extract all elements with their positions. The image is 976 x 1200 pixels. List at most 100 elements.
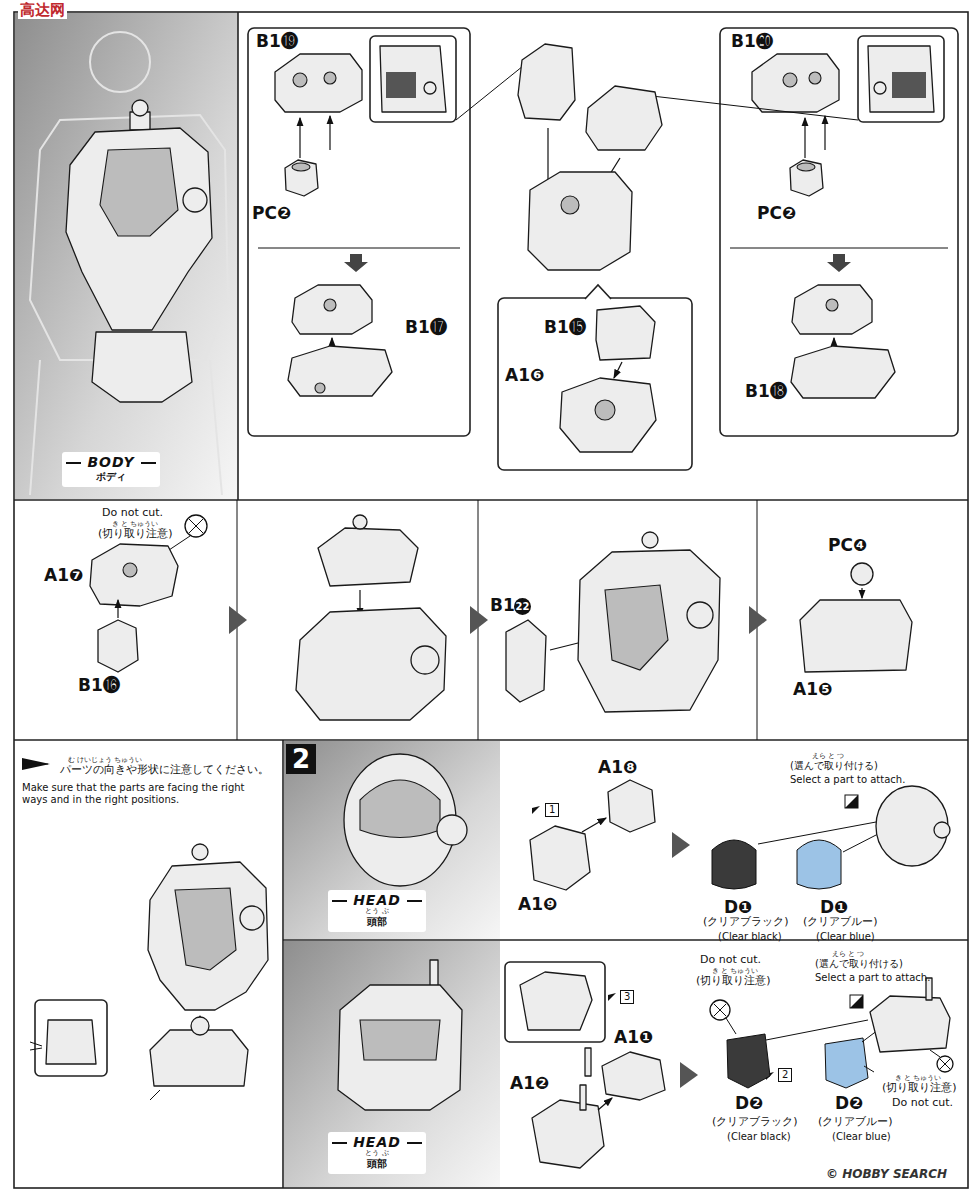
part-drawing: [175, 888, 236, 970]
section-banner: BODYボディ: [62, 452, 160, 487]
furigana: えら と つ: [812, 752, 844, 760]
part-number: B1⓳: [256, 32, 298, 52]
part-drawing: [940, 1059, 950, 1069]
part-drawing: [868, 46, 934, 112]
part-drawing: [585, 285, 611, 299]
part-drawing: [183, 188, 207, 212]
part-drawing: [411, 646, 439, 674]
part-number: B1⓲: [745, 382, 787, 402]
leader-line: [824, 116, 825, 150]
part-drawing: [14, 12, 968, 1188]
note-text: (切り取り注意): [696, 975, 771, 988]
part-drawing: [752, 54, 839, 112]
part-drawing: [292, 285, 372, 334]
leader-line: [117, 600, 118, 618]
furigana: き と ちゅうい: [712, 967, 758, 975]
leader-line: [930, 1050, 940, 1057]
leader-line: [237, 12, 239, 500]
part-drawing: [424, 82, 436, 94]
node-subtext: 頭部: [352, 915, 402, 929]
section-banner: HEADとう ぶ頭部: [328, 1132, 426, 1174]
part-drawing: [148, 862, 268, 1010]
note-text: (クリアブラック): [703, 916, 789, 929]
part-drawing: [790, 160, 823, 196]
part-drawing: [530, 826, 590, 890]
node-heading: HEAD: [352, 892, 402, 908]
part-drawing: [561, 196, 579, 214]
leader-line: [766, 1020, 868, 1040]
part-drawing: [845, 795, 858, 808]
part-drawing: [360, 780, 440, 838]
part-drawing: [825, 1038, 868, 1088]
part-drawing: [505, 962, 605, 1042]
leader-line: [652, 96, 858, 120]
part-drawing: [324, 72, 336, 84]
part-number: B1⓴: [731, 32, 773, 52]
leader-line: [730, 248, 948, 249]
part-drawing: [191, 1017, 209, 1035]
callout-number: 3: [620, 990, 634, 1004]
leader-line: [833, 338, 834, 345]
watermark: 高达网: [18, 2, 67, 19]
note-text: (Clear blue): [832, 1131, 891, 1143]
leader-line: [299, 118, 300, 158]
note-text: (切り取り注意): [882, 1082, 957, 1095]
part-drawing: [809, 72, 821, 84]
part-number: A1❷: [510, 1074, 549, 1094]
part-drawing: [596, 306, 655, 360]
part-drawing: [586, 86, 662, 150]
leader-line: [804, 118, 805, 158]
part-number: B1: [490, 596, 515, 616]
part-drawing: [585, 1048, 591, 1076]
note-text: Select a part to attach.: [790, 774, 905, 786]
part-drawing: [90, 32, 150, 92]
part-drawing: [845, 795, 858, 808]
part-drawing: [672, 832, 690, 858]
furigana: き と ちゅうい: [895, 1074, 941, 1082]
part-drawing: [284, 741, 500, 939]
leader-line: [329, 116, 330, 150]
part-drawing: [360, 1020, 440, 1060]
part-number: A1❺: [793, 680, 832, 700]
part-drawing: [874, 82, 886, 94]
callout-number: 1: [545, 803, 559, 817]
part-drawing: [797, 840, 841, 889]
furigana: えら と つ: [832, 950, 864, 958]
note-text: (選んで取り付ける): [790, 760, 878, 772]
leader-line: [614, 362, 622, 378]
node-subtext: ボディ: [86, 470, 136, 484]
part-drawing: [595, 400, 615, 420]
part-drawing: [937, 1056, 953, 1072]
copyright-watermark: © HOBBY SEARCH: [826, 1168, 947, 1182]
note-text: Do not cut.: [102, 507, 163, 520]
part-number: D❷: [735, 1094, 764, 1114]
part-drawing: [437, 815, 467, 845]
part-drawing: [892, 72, 926, 98]
part-drawing: [826, 299, 838, 311]
leader-line: [331, 338, 332, 345]
step-number-box: 2: [286, 744, 316, 774]
part-number: A1❾: [518, 895, 557, 915]
part-drawing: [642, 532, 658, 548]
part-number: B1⓱: [405, 318, 447, 338]
node-subtext: 頭部: [352, 1157, 402, 1171]
part-drawing: [318, 528, 418, 586]
node-subtext: とう ぶ: [352, 1150, 402, 1157]
part-drawing: [714, 1004, 726, 1016]
part-number: PC❹: [828, 536, 867, 556]
leader-line: [843, 834, 878, 852]
part-drawing: [580, 1085, 586, 1110]
node-heading: 2: [286, 744, 316, 774]
part-drawing: [192, 844, 208, 860]
part-drawing: [520, 972, 592, 1030]
furigana: き と ちゅうい: [112, 520, 158, 528]
leader-line: [758, 822, 876, 844]
note-text: Select a part to attach.: [815, 972, 930, 984]
section-banner: HEADとう ぶ頭部: [328, 890, 426, 932]
part-drawing: [858, 36, 944, 122]
leader-line: [22, 764, 48, 765]
leader-line: [864, 1066, 874, 1072]
part-drawing: [792, 285, 872, 334]
